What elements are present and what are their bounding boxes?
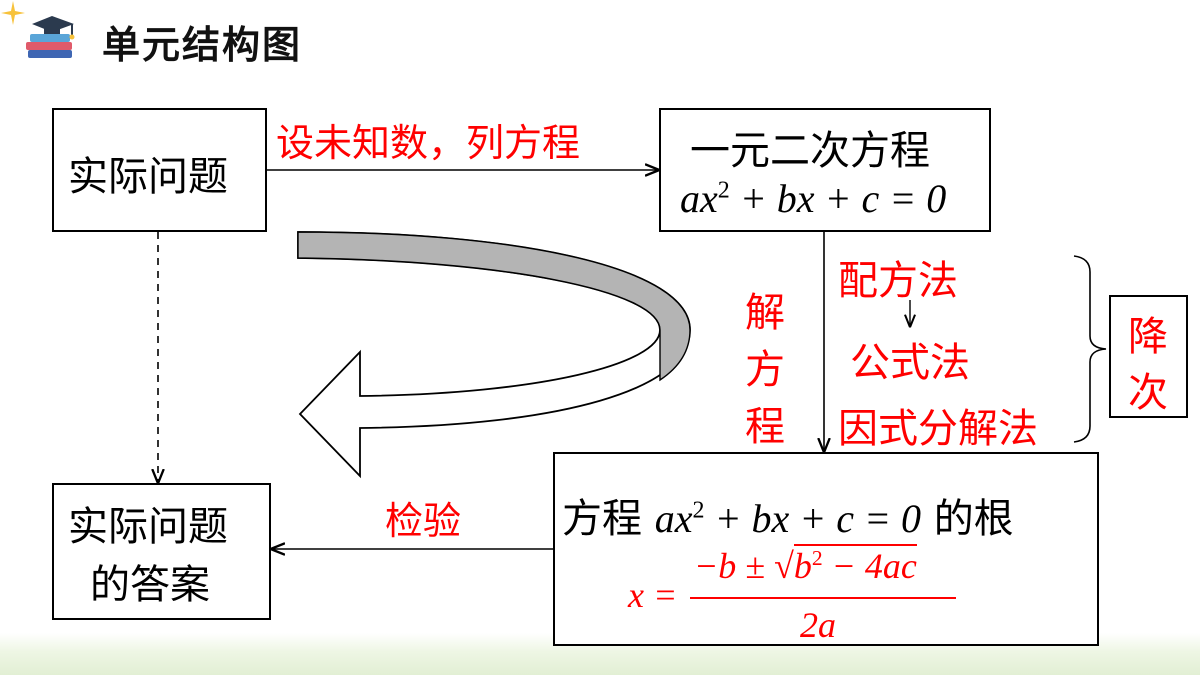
label-reduce-2: 次 [1128, 370, 1168, 416]
numerator-left: −b ± [694, 546, 775, 586]
quadratic-equation-title: 一元二次方程 [690, 128, 930, 174]
formula-rest: + bx + c = 0 [704, 496, 921, 541]
quadratic-formula-numerator: −b ± √b2 − 4ac [694, 544, 917, 587]
label-method-completing-square: 配方法 [838, 258, 958, 304]
formula-rest: + bx + c = 0 [729, 176, 947, 221]
answer-label-line2: 的答案 [90, 562, 210, 608]
radicand-exponent: 2 [811, 546, 823, 571]
radicand-rest: − 4ac [822, 546, 917, 586]
roots-suffix: 的根 [933, 496, 1014, 542]
answer-box [52, 483, 271, 620]
method-brace [1073, 255, 1107, 443]
label-method-formula: 公式法 [850, 340, 970, 386]
quadratic-formula-lhs: x = [628, 575, 678, 615]
label-solve-3: 程 [745, 404, 785, 450]
formula-term: ax [680, 176, 718, 221]
real-problem-label: 实际问题 [68, 154, 228, 200]
label-solve-1: 解 [745, 290, 785, 336]
real-problem-box [52, 108, 267, 232]
formula-term: ax [654, 496, 693, 541]
radicand-base: b [793, 546, 812, 586]
graduation-books-icon [22, 12, 82, 62]
label-reduce-1: 降 [1128, 314, 1168, 360]
curved-return-arrow [297, 231, 691, 479]
roots-box [553, 452, 1099, 646]
formula-exponent: 2 [692, 497, 705, 524]
formula-exponent: 2 [717, 177, 730, 204]
label-solve-2: 方 [745, 347, 785, 393]
roots-prefix: 方程 [562, 496, 642, 542]
roots-formula: ax2 + bx + c = 0 [655, 496, 921, 541]
reduce-degree-box [1109, 295, 1188, 418]
label-method-factoring: 因式分解法 [838, 406, 1038, 452]
radicand: b2 − 4ac [793, 544, 917, 586]
label-set-unknown: 设未知数，列方程 [276, 121, 581, 165]
fraction-bar [690, 597, 956, 599]
sqrt-symbol-icon: √ [774, 546, 794, 586]
page-title: 单元结构图 [102, 22, 303, 67]
quadratic-equation-box [659, 108, 991, 232]
answer-label-line1: 实际问题 [68, 504, 228, 550]
sparkle-icon [0, 0, 26, 26]
quadratic-equation-formula: ax2 + bx + c = 0 [680, 175, 946, 222]
label-check: 检验 [385, 499, 462, 543]
quadratic-formula-denominator: 2a [800, 605, 836, 645]
roots-heading: 方程 ax2 + bx + c = 0 的根 [562, 486, 1014, 544]
